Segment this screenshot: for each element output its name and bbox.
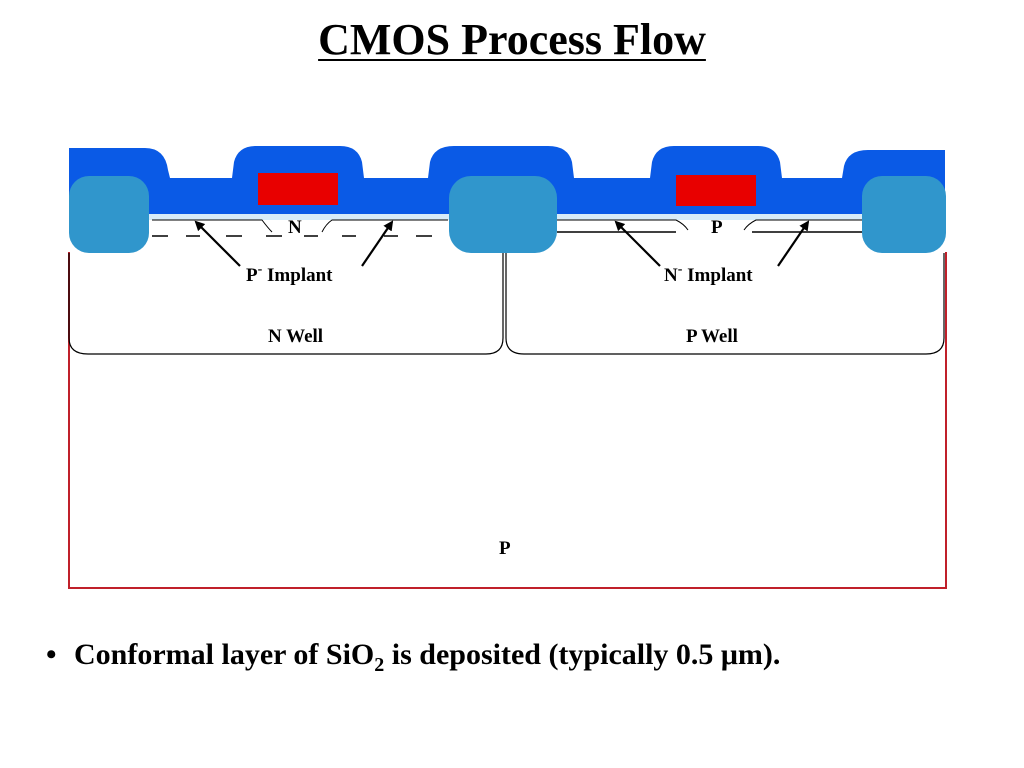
- field-oxide-middle: [449, 176, 557, 253]
- n-implant-arrow-right: [777, 220, 810, 267]
- n-ldd-region-left: [557, 219, 689, 231]
- n-implant-arrow-left: [614, 220, 661, 267]
- p-well-outline: [505, 253, 945, 355]
- substrate-label: P: [499, 538, 511, 559]
- slide-title-text: CMOS Process Flow: [318, 15, 706, 64]
- field-oxide-right: [862, 176, 946, 253]
- n-region-label: N: [288, 217, 302, 238]
- p-implant-label: P- Implant: [246, 262, 333, 286]
- bullet-text-before: Conformal layer of SiO: [74, 638, 375, 671]
- n-ldd-region-right: [743, 219, 862, 231]
- slide-title: CMOS Process Flow: [0, 14, 1024, 65]
- bullet-point: • Conformal layer of SiO2 is deposited (t…: [46, 638, 780, 677]
- p-implant-arrow-left: [194, 220, 241, 267]
- p-well-label: P Well: [686, 326, 738, 347]
- n-well-outline: [68, 253, 504, 355]
- n-implant-base: N: [664, 265, 678, 286]
- substrate-outline: [68, 252, 947, 589]
- p-implant-base: P: [246, 265, 258, 286]
- n-implant-label: N- Implant: [664, 262, 753, 286]
- n-implant-text: Implant: [682, 265, 753, 286]
- bullet-text-after: is deposited (typically 0.5 μm).: [384, 638, 781, 671]
- p-implant-text: Implant: [262, 265, 333, 286]
- n-implant-superscript: -: [678, 262, 683, 277]
- p-implant-superscript: -: [258, 262, 263, 277]
- poly-gate-right: [676, 175, 756, 206]
- p-ldd-region-left: [152, 219, 273, 233]
- field-oxide-left: [69, 176, 149, 253]
- bullet-subscript: 2: [374, 654, 385, 676]
- n-well-label: N Well: [268, 326, 323, 347]
- poly-gate-left: [258, 173, 338, 205]
- p-region-label: P: [711, 217, 723, 238]
- p-implant-arrow-right: [361, 220, 394, 267]
- p-ldd-region-right: [321, 219, 448, 233]
- bullet-symbol: •: [46, 638, 57, 671]
